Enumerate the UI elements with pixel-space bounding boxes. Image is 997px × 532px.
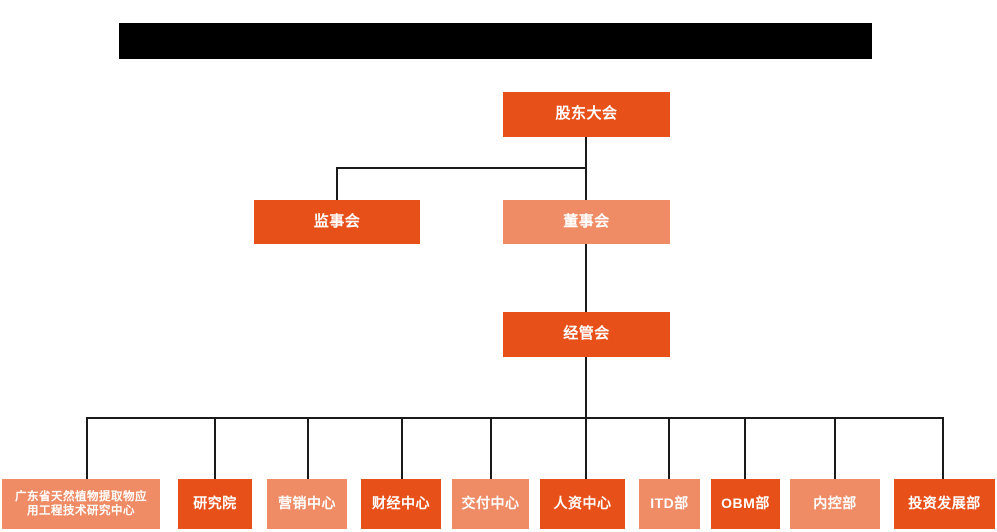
node-department-label-line1: 广东省天然植物提取物应 xyxy=(15,490,147,503)
node-department-label: 营销中心 xyxy=(278,495,336,512)
node-department-delivery-center[interactable]: 交付中心 xyxy=(452,479,529,529)
connector-drop-7 xyxy=(668,417,670,479)
connector-drop-4 xyxy=(401,417,403,479)
connector-drop-8 xyxy=(744,417,746,479)
node-department-label-line2: 用工程技术研究中心 xyxy=(27,505,135,517)
node-department-research-center[interactable]: 广东省天然植物提取物应 用工程技术研究中心 xyxy=(2,479,160,529)
node-department-obm[interactable]: OBM部 xyxy=(711,479,780,529)
node-management-committee-label: 经管会 xyxy=(563,325,610,343)
connector-drop-10 xyxy=(942,417,944,479)
node-department-label: 研究院 xyxy=(193,495,237,512)
connector-drop-9 xyxy=(834,417,836,479)
connector-shareholders-split-bar xyxy=(336,167,587,169)
node-board-of-supervisors[interactable]: 监事会 xyxy=(254,200,420,244)
connector-drop-2 xyxy=(214,417,216,479)
node-department-label: 财经中心 xyxy=(372,495,430,512)
node-department-label: 投资发展部 xyxy=(908,495,981,512)
node-department-label: 内控部 xyxy=(813,495,857,512)
node-department-hr-center[interactable]: 人资中心 xyxy=(540,479,625,529)
connector-shareholders-down xyxy=(585,137,587,169)
node-board-of-directors-label: 董事会 xyxy=(563,212,610,230)
node-management-committee[interactable]: 经管会 xyxy=(503,312,670,357)
node-department-finance-center[interactable]: 财经中心 xyxy=(361,479,441,529)
connector-management-down xyxy=(585,357,587,418)
connector-drop-1 xyxy=(86,417,88,479)
node-department-label: 人资中心 xyxy=(553,495,612,512)
node-shareholders-meeting[interactable]: 股东大会 xyxy=(503,92,670,137)
connector-to-supervisors xyxy=(336,167,338,201)
node-department-institute[interactable]: 研究院 xyxy=(178,479,252,529)
node-department-label: OBM部 xyxy=(721,495,770,512)
connector-department-bus xyxy=(86,417,944,419)
node-department-itd[interactable]: ITD部 xyxy=(639,479,700,529)
node-board-of-supervisors-label: 监事会 xyxy=(313,212,361,230)
connector-drop-6 xyxy=(585,417,587,479)
redacted-title-banner xyxy=(119,23,872,59)
connector-drop-3 xyxy=(307,417,309,479)
connector-drop-5 xyxy=(490,417,492,479)
node-board-of-directors[interactable]: 董事会 xyxy=(503,200,670,244)
node-shareholders-meeting-label: 股东大会 xyxy=(555,105,618,123)
node-department-investment-development[interactable]: 投资发展部 xyxy=(894,479,995,529)
connector-directors-to-management xyxy=(585,244,587,312)
node-department-internal-control[interactable]: 内控部 xyxy=(790,479,880,529)
connector-to-directors xyxy=(585,167,587,201)
node-department-marketing-center[interactable]: 营销中心 xyxy=(267,479,347,529)
node-department-label: 交付中心 xyxy=(461,495,520,512)
node-department-label: ITD部 xyxy=(650,495,689,512)
